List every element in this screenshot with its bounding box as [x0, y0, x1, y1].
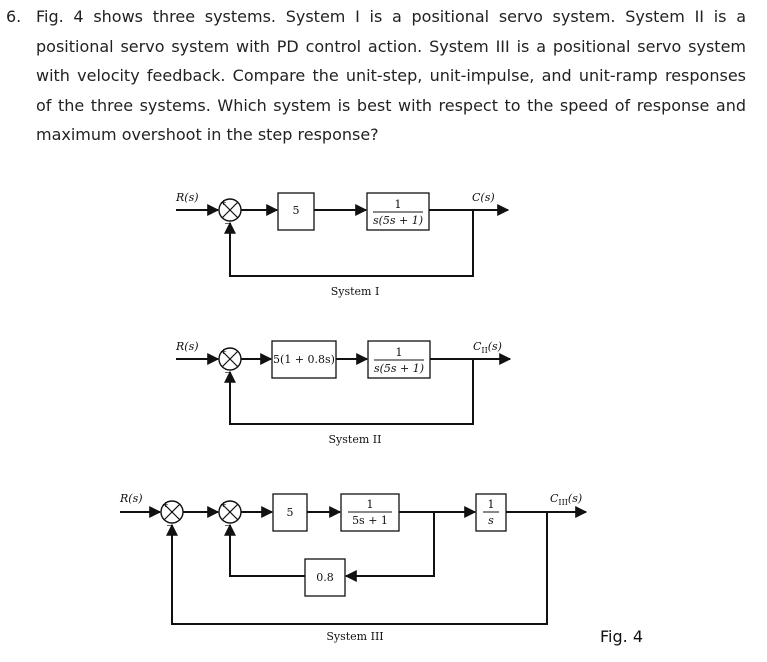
s2-output-label: CII(s) — [473, 340, 502, 355]
s3-input-label: R(s) — [119, 492, 143, 505]
s2-feedback-path — [224, 359, 474, 425]
s1-output-label: C(s) — [472, 191, 495, 204]
s2-plant-denominator: s(5s + 1) — [374, 362, 424, 375]
s2-controller-label: 5(1 + 0.8s) — [273, 353, 335, 366]
s1-caption: System I — [331, 285, 380, 298]
s1-gain-value: 5 — [293, 204, 300, 217]
s3-block2-numerator: 1 — [367, 498, 374, 511]
s3-gain-value: 5 — [287, 506, 294, 519]
s3-integrator-numerator: 1 — [488, 498, 495, 511]
s2-plus-sign: + — [220, 347, 227, 356]
s3-outer-minus-sign: − — [166, 521, 173, 530]
s3-feedback-gain-value: 0.8 — [316, 571, 334, 584]
system-3-diagram — [120, 493, 588, 625]
s3-velocity-feedback-path — [344, 512, 435, 582]
s1-gain-block — [277, 192, 315, 231]
s2-minus-sign: − — [224, 368, 231, 377]
s3-outer-plus-sign: + — [162, 500, 169, 509]
s3-integrator-denominator: s — [488, 514, 494, 527]
s3-feedback-gain-block — [304, 558, 346, 597]
s1-plant-block — [366, 192, 430, 231]
s1-input-label: R(s) — [175, 191, 199, 204]
s3-caption: System III — [326, 630, 383, 643]
problem-number: 6. — [6, 7, 22, 26]
s1-minus-sign: − — [224, 219, 231, 228]
s3-inner-plus-sign: + — [220, 500, 227, 509]
s1-plus-sign: + — [220, 198, 227, 207]
problem-statement: 6. Fig. 4 shows three systems. System I … — [6, 2, 746, 150]
s1-feedback-path — [224, 210, 474, 277]
s3-block2-denominator: 5s + 1 — [352, 514, 388, 527]
s2-input-label: R(s) — [175, 340, 199, 353]
s2-plant-numerator: 1 — [396, 346, 403, 359]
s1-plant-denominator: s(5s + 1) — [373, 214, 423, 227]
system-1-diagram — [176, 192, 510, 277]
s3-output-label: CIII(s) — [550, 492, 582, 507]
s3-inner-minus-sign: − — [224, 521, 231, 530]
problem-text: Fig. 4 shows three systems. System I is … — [36, 7, 746, 144]
system-2-diagram — [176, 340, 512, 425]
figure-label: Fig. 4 — [600, 627, 643, 646]
s2-caption: System II — [329, 433, 382, 446]
s3-position-feedback-path — [166, 512, 548, 625]
s1-plant-numerator: 1 — [395, 198, 402, 211]
